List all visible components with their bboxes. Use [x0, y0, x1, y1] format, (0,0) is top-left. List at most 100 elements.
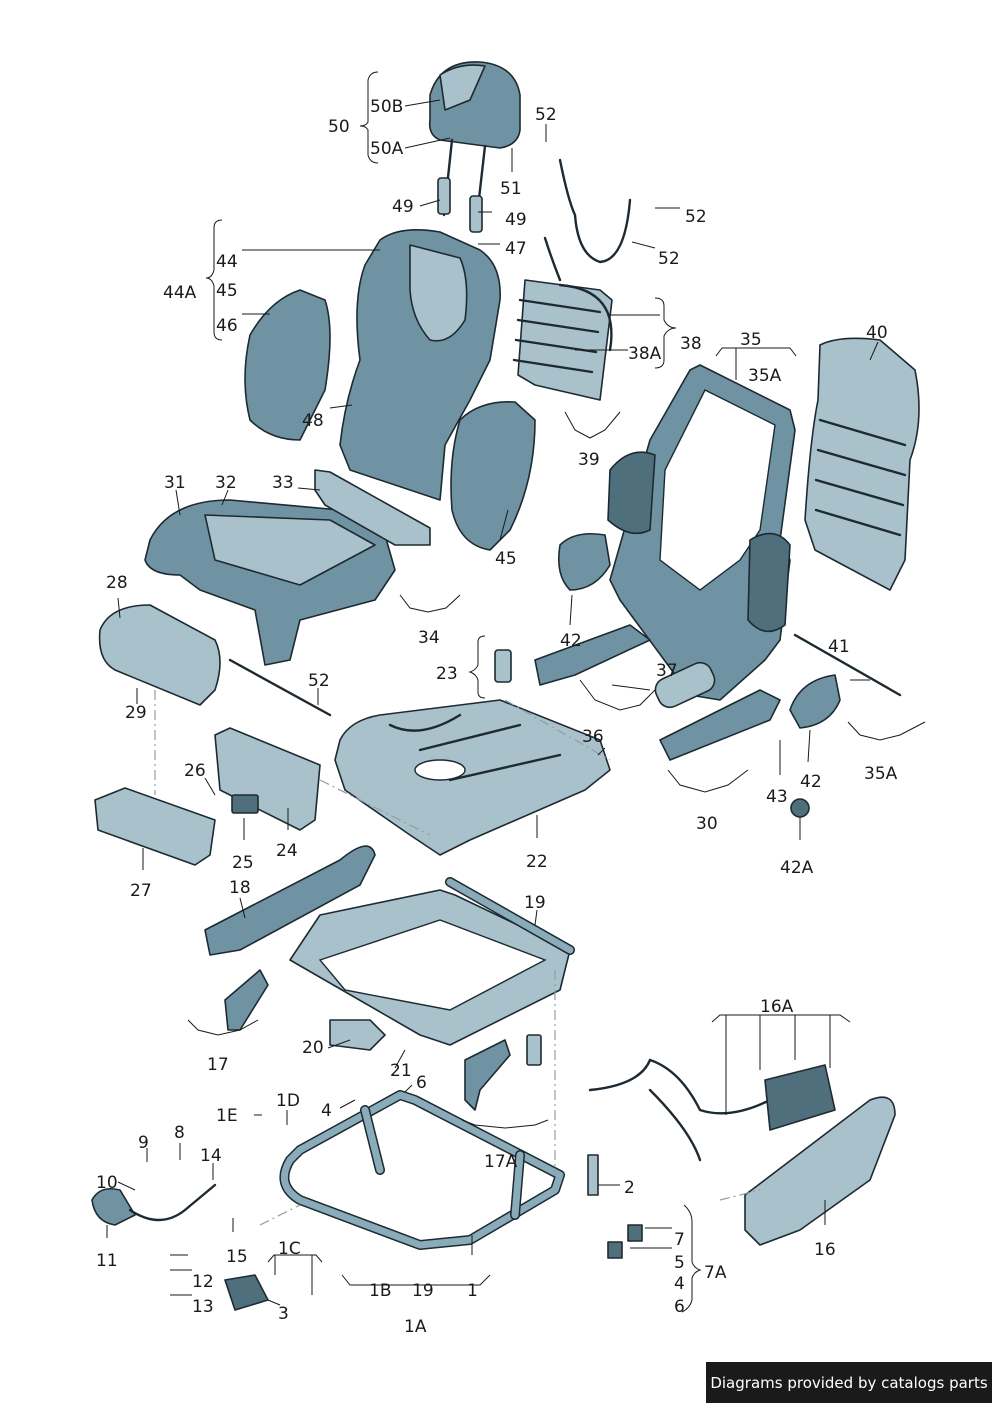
- control-module-part: [764, 1064, 836, 1131]
- lower-frame-part: [279, 1090, 565, 1250]
- seat-pan-part: [334, 699, 611, 856]
- label-19b: 19: [412, 1281, 434, 1301]
- side-rail-part: [204, 845, 376, 956]
- label-39: 39: [578, 450, 600, 470]
- harness-part: [588, 1058, 772, 1162]
- label-48: 48: [302, 411, 324, 431]
- label-21: 21: [390, 1061, 412, 1081]
- label-52b: 52: [685, 207, 707, 227]
- label-15: 15: [226, 1247, 248, 1267]
- bracket-17a-part: [464, 1039, 511, 1111]
- label-13: 13: [192, 1297, 214, 1317]
- label-45b: 45: [495, 549, 517, 569]
- label-50b: 50B: [370, 97, 403, 117]
- label-1: 1: [467, 1281, 478, 1301]
- grommet-part: [790, 798, 810, 818]
- label-44: 44: [216, 252, 238, 272]
- label-7: 7: [674, 1230, 685, 1250]
- leader-lines: [106, 71, 926, 1313]
- callout-labels: 50B 50 50A 51 49 49 47 52 52 52 44 44A 4…: [96, 97, 898, 1337]
- label-50a: 50A: [370, 139, 404, 159]
- label-5: 5: [674, 1253, 685, 1273]
- label-24: 24: [276, 841, 298, 861]
- label-42b: 42: [800, 772, 822, 792]
- handle-part: [91, 1187, 136, 1226]
- cable-chain-part: [558, 158, 632, 264]
- label-42a: 42: [560, 631, 582, 651]
- cover-block-part: [224, 1274, 269, 1311]
- label-41: 41: [828, 637, 850, 657]
- label-34: 34: [418, 628, 440, 648]
- cover-left-part: [557, 532, 611, 591]
- label-46: 46: [216, 316, 238, 336]
- label-18: 18: [229, 878, 251, 898]
- label-4a: 4: [321, 1101, 332, 1121]
- lumbar-mat-part: [512, 236, 613, 401]
- label-9: 9: [138, 1133, 149, 1153]
- label-29: 29: [125, 703, 147, 723]
- label-47: 47: [505, 239, 527, 259]
- front-cushion-part: [98, 604, 221, 706]
- label-6b: 6: [674, 1297, 685, 1317]
- bolt-part: [587, 1154, 599, 1196]
- headrest-part: [428, 61, 521, 233]
- label-42a-grommet: 42A: [780, 858, 814, 878]
- label-1b: 1B: [369, 1281, 391, 1301]
- label-20: 20: [302, 1038, 324, 1058]
- seat-frame-part: [289, 877, 575, 1046]
- label-45a: 45: [216, 281, 238, 301]
- rod-part: [793, 633, 902, 697]
- label-26: 26: [184, 761, 206, 781]
- label-38: 38: [680, 334, 702, 354]
- label-51: 51: [500, 179, 522, 199]
- side-trim-part: [214, 727, 321, 831]
- label-1d: 1D: [276, 1091, 300, 1111]
- label-33: 33: [272, 473, 294, 493]
- motor-part: [654, 661, 716, 709]
- backrest-foam-part: [339, 229, 501, 501]
- spring-part: [494, 649, 512, 683]
- label-16a: 16A: [760, 997, 794, 1017]
- label-7a: 7A: [704, 1263, 727, 1283]
- label-11: 11: [96, 1251, 118, 1271]
- label-36: 36: [582, 727, 604, 747]
- label-44a: 44A: [163, 283, 197, 303]
- label-43: 43: [766, 787, 788, 807]
- label-35: 35: [740, 330, 762, 350]
- label-49b: 49: [505, 210, 527, 230]
- trim-strip-part: [314, 469, 431, 546]
- side-bolster-left-part: [244, 289, 331, 441]
- label-32: 32: [215, 473, 237, 493]
- label-50: 50: [328, 117, 350, 137]
- side-bolster-right-part: [450, 401, 536, 551]
- label-23: 23: [436, 664, 458, 684]
- seat-motor-part: [329, 1019, 386, 1051]
- label-22: 22: [526, 852, 548, 872]
- label-8: 8: [174, 1123, 185, 1143]
- clip-17a-part: [526, 1034, 542, 1066]
- cover-right-part: [789, 674, 841, 729]
- label-28: 28: [106, 573, 128, 593]
- label-52d: 52: [308, 671, 330, 691]
- label-6a: 6: [416, 1073, 427, 1093]
- label-17: 17: [207, 1055, 229, 1075]
- label-3: 3: [278, 1304, 289, 1324]
- label-27: 27: [130, 881, 152, 901]
- label-12: 12: [192, 1272, 214, 1292]
- back-panel-part: [804, 337, 920, 591]
- recliner-arm-lower-part: [659, 689, 781, 761]
- label-1a: 1A: [404, 1317, 427, 1337]
- storage-tray-part: [94, 787, 216, 866]
- label-30: 30: [696, 814, 718, 834]
- label-10: 10: [96, 1173, 118, 1193]
- label-19a: 19: [524, 893, 546, 913]
- clip-7-part: [627, 1224, 643, 1242]
- label-16: 16: [814, 1240, 836, 1260]
- label-4b: 4: [674, 1274, 685, 1294]
- credit-banner: Diagrams provided by catalogs parts: [706, 1362, 992, 1403]
- cable-part: [128, 1183, 217, 1222]
- label-37: 37: [656, 661, 678, 681]
- label-49: 49: [392, 197, 414, 217]
- label-35a-rod: 35A: [864, 764, 898, 784]
